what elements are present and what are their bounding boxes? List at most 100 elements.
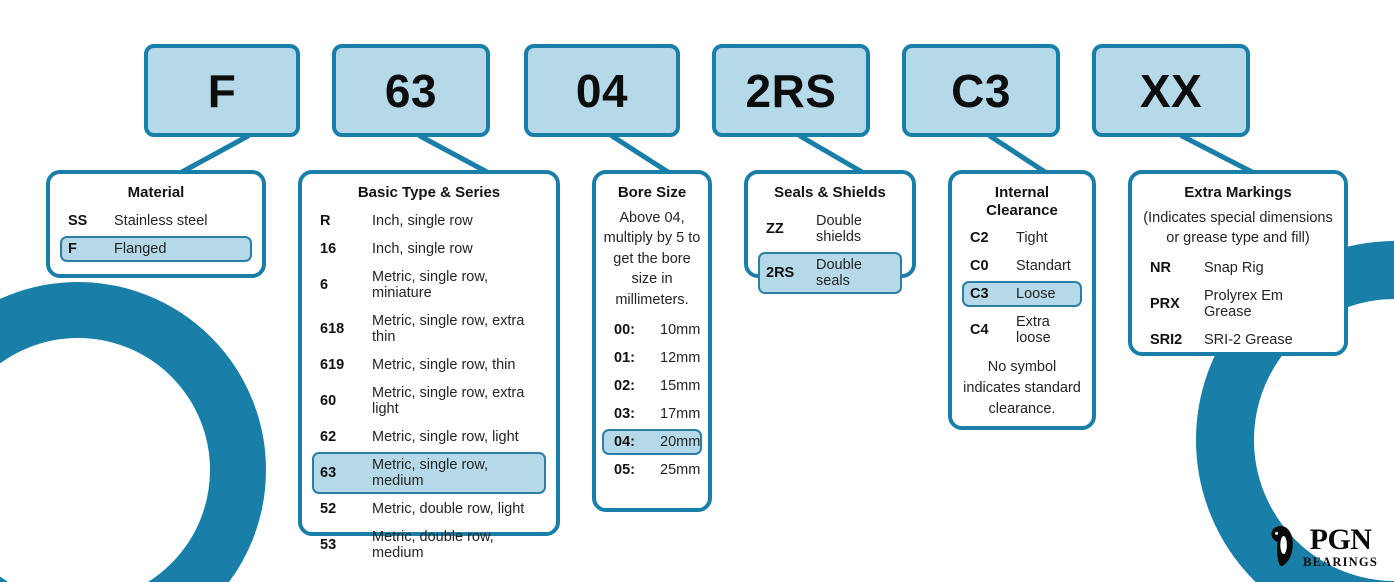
option-row[interactable]: ZZ Double shields xyxy=(758,208,902,250)
code-box-text: C3 xyxy=(951,64,1011,117)
logo-secondary-text: BEARINGS xyxy=(1303,554,1378,569)
option-value: 25mm xyxy=(660,461,701,478)
option-value: Metric, single row, thin xyxy=(372,356,516,373)
option-value: 12mm xyxy=(660,349,701,366)
option-key: 00: xyxy=(614,321,635,338)
option-row[interactable]: 16 Inch, single row xyxy=(312,236,546,262)
option-key: C3 xyxy=(970,286,989,303)
option-key: 2RS xyxy=(766,264,795,281)
code-box-text: 63 xyxy=(384,64,438,117)
option-key: 04: xyxy=(614,433,635,450)
option-row[interactable]: SS Stainless steel xyxy=(60,208,252,234)
card-note: No symbol indicates standard clearance. xyxy=(963,359,1081,417)
option-value: Inch, single row xyxy=(372,240,473,257)
option-row[interactable]: 03: 17mm xyxy=(602,401,702,427)
option-value: Flanged xyxy=(114,240,167,257)
code-box-material[interactable]: F xyxy=(144,44,300,137)
option-row[interactable]: 618 Metric, single row, extra thin xyxy=(312,308,546,350)
card-title: Extra Markings xyxy=(1184,184,1292,201)
penguin-icon xyxy=(1271,526,1293,567)
option-value: 20mm xyxy=(660,433,701,450)
code-box-seals-shields[interactable]: 2RS xyxy=(712,44,870,137)
card-title: Seals & Shields xyxy=(774,184,886,201)
card-title: Bore Size xyxy=(617,184,687,201)
option-row[interactable]: 53 Metric, double row, medium xyxy=(312,524,546,566)
option-row[interactable]: C2 Tight xyxy=(962,225,1082,251)
option-row[interactable]: C0 Standart xyxy=(962,253,1082,279)
option-value: Metric, double row, light xyxy=(372,500,525,517)
card-title: Material xyxy=(127,184,185,201)
code-box-internal-clearance[interactable]: C3 xyxy=(902,44,1060,137)
card-rows: 00: 10mm 01: 12mm 02: 15mm 03: 17mm 04: … xyxy=(602,317,702,483)
option-row[interactable]: 60 Metric, single row, extra light xyxy=(312,380,546,422)
option-value: 15mm xyxy=(660,377,701,394)
option-key: 02: xyxy=(614,377,635,394)
card-rows: R Inch, single row 16 Inch, single row 6… xyxy=(312,208,546,566)
option-key: 62 xyxy=(320,428,337,445)
option-key: 01: xyxy=(614,349,635,366)
detail-card-basic-type-series: Basic Type & Series R Inch, single row 1… xyxy=(298,170,560,561)
option-key: F xyxy=(68,240,77,257)
logo-wordmark: PGN BEARINGS xyxy=(1303,524,1378,569)
option-key: 05: xyxy=(614,461,635,478)
option-row-selected[interactable]: C3 Loose xyxy=(962,281,1082,308)
option-row[interactable]: C4 Extra loose xyxy=(962,309,1082,351)
option-key: SRI2 xyxy=(1150,331,1183,348)
option-key: 52 xyxy=(320,500,337,517)
option-key: 619 xyxy=(320,356,345,373)
option-key: 03: xyxy=(614,405,635,422)
option-row[interactable]: 6 Metric, single row, miniature xyxy=(312,264,546,306)
option-row[interactable]: 01: 12mm xyxy=(602,345,702,371)
option-key: NR xyxy=(1150,259,1171,276)
option-key: 618 xyxy=(320,320,345,337)
option-key: PRX xyxy=(1150,295,1180,312)
card-title: Internal Clearance xyxy=(986,184,1058,219)
option-value: Stainless steel xyxy=(114,212,208,229)
option-value: Double shields xyxy=(816,212,862,245)
option-row-selected[interactable]: 63 Metric, single row, medium xyxy=(312,451,546,494)
card-rows: ZZ Double shields 2RS Double seals xyxy=(758,208,902,294)
card-rows: C2 Tight C0 Standart C3 Loose C4 Extra l… xyxy=(962,225,1082,351)
option-key: 60 xyxy=(320,392,337,409)
option-value: Tight xyxy=(1016,230,1048,247)
option-row[interactable]: 02: 15mm xyxy=(602,373,702,399)
option-key: C4 xyxy=(970,322,989,339)
option-row[interactable]: NR Snap Rig xyxy=(1142,255,1334,281)
code-box-text: XX xyxy=(1139,64,1203,117)
option-row[interactable]: SRI2 SRI-2 Grease xyxy=(1142,327,1334,353)
option-row-selected[interactable]: 2RS Double seals xyxy=(758,251,902,294)
option-row[interactable]: 00: 10mm xyxy=(602,317,702,343)
option-key: SS xyxy=(68,212,88,229)
option-row[interactable]: 05: 25mm xyxy=(602,457,702,483)
option-value: Metric, double row, medium xyxy=(372,528,494,561)
option-value: Snap Rig xyxy=(1204,259,1264,276)
option-value: 10mm xyxy=(660,321,701,338)
option-row[interactable]: PRX Prolyrex Em Grease xyxy=(1142,283,1334,325)
option-row[interactable]: 619 Metric, single row, thin xyxy=(312,352,546,378)
detail-card-seals-shields: Seals & Shields ZZ Double shields 2RS Do… xyxy=(744,170,916,294)
option-row[interactable]: 52 Metric, double row, light xyxy=(312,496,546,522)
option-key: 53 xyxy=(320,536,337,553)
code-box-text: 2RS xyxy=(745,64,837,117)
card-rows: SS Stainless steel F Flanged xyxy=(60,208,252,262)
code-box-text: F xyxy=(207,64,237,117)
pgn-bearings-logo: PGN BEARINGS xyxy=(1269,524,1378,569)
option-row[interactable]: R Inch, single row xyxy=(312,208,546,234)
code-box-basic-type-series[interactable]: 63 xyxy=(332,44,490,137)
card-note: Above 04, multiply by 5 to get the bore … xyxy=(603,209,701,308)
card-rows: NR Snap Rig PRX Prolyrex Em Grease SRI2 … xyxy=(1142,255,1334,353)
option-row[interactable]: 62 Metric, single row, light xyxy=(312,424,546,450)
detail-card-internal-clearance: Internal Clearance C2 Tight C0 Standart … xyxy=(948,170,1096,430)
option-value: Prolyrex Em Grease xyxy=(1204,287,1283,320)
code-box-bore-size[interactable]: 04 xyxy=(524,44,680,137)
detail-card-extra-markings: Extra Markings (Indicates special dimens… xyxy=(1128,170,1348,356)
option-row-selected[interactable]: F Flanged xyxy=(60,235,252,262)
option-value: 17mm xyxy=(660,405,701,422)
code-box-text: 04 xyxy=(575,64,629,117)
option-key: C2 xyxy=(970,230,989,247)
code-box-extra-markings[interactable]: XX xyxy=(1092,44,1250,137)
card-title: Basic Type & Series xyxy=(357,184,501,201)
option-row-selected[interactable]: 04: 20mm xyxy=(602,428,702,455)
option-value: Metric, single row, medium xyxy=(372,456,489,489)
